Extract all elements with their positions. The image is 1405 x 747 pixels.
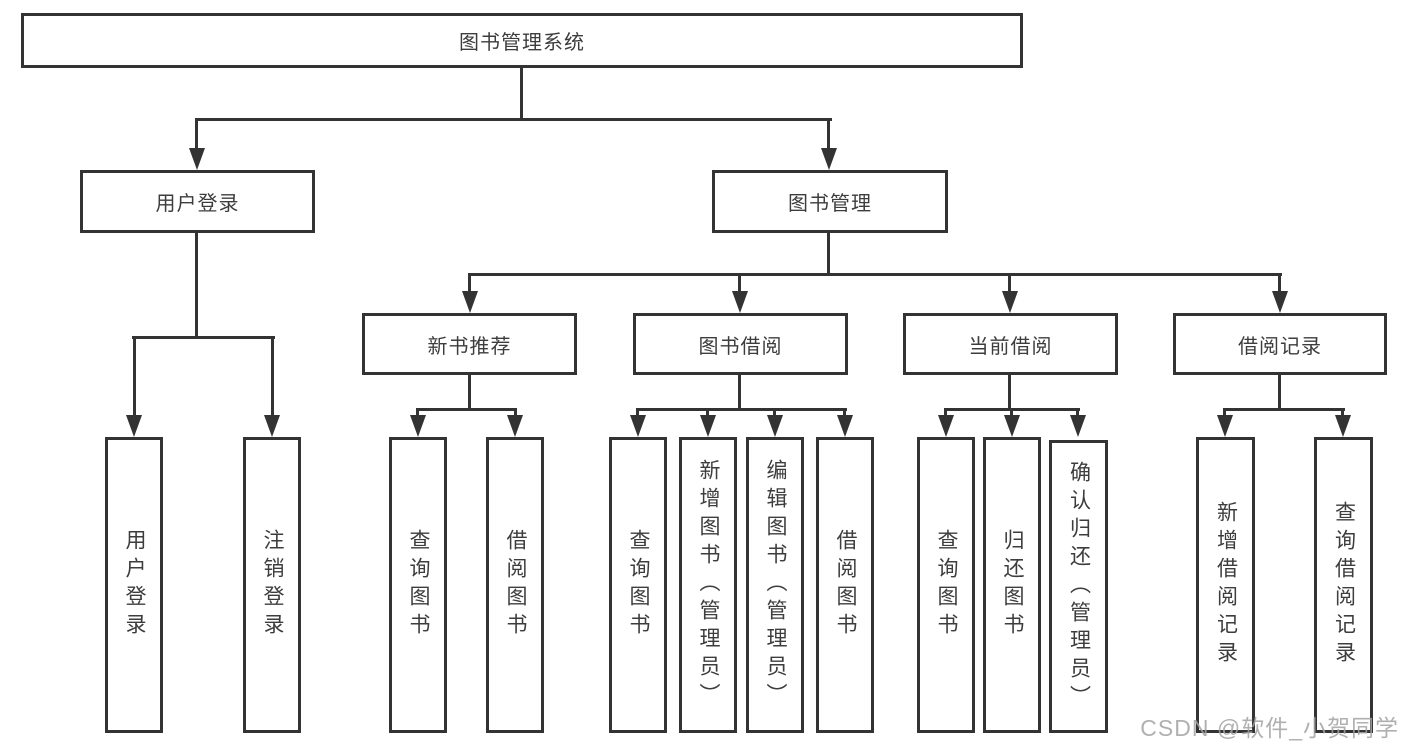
connector-line (1223, 408, 1226, 418)
node-label: 查询图书 (935, 529, 958, 641)
leaf-add-borrow-record: 新增借阅记录 (1196, 437, 1255, 733)
node-book-borrowing: 图书借阅 (633, 313, 848, 375)
leaf-edit-books-admin: 编辑图书（管理员） (746, 437, 804, 733)
leaf-query-books-current: 查询图书 (917, 437, 975, 733)
arrow-down-icon (126, 415, 142, 437)
arrow-down-icon (1004, 415, 1020, 437)
connector-line (1341, 408, 1344, 418)
arrow-down-icon (189, 148, 205, 170)
node-label: 新增借阅记录 (1214, 501, 1238, 669)
arrow-down-icon (700, 415, 716, 437)
connector-line (827, 233, 830, 276)
leaf-logout: 注销登录 (243, 437, 301, 733)
connector-line (944, 408, 947, 418)
connector-line (416, 408, 419, 418)
node-label: 查询图书 (627, 529, 650, 641)
node-label: 注销登录 (261, 529, 284, 641)
connector-line (468, 273, 1282, 276)
node-label: 归还图书 (1001, 529, 1024, 641)
arrow-down-icon (938, 415, 954, 437)
connector-line (843, 408, 846, 418)
connector-line (195, 118, 198, 151)
leaf-query-books-recommend: 查询图书 (389, 437, 447, 733)
node-label: 图书管理 (788, 193, 872, 215)
leaf-add-books-admin: 新增图书（管理员） (679, 437, 737, 733)
node-label: 用户登录 (155, 193, 240, 215)
connector-line (773, 408, 776, 418)
node-label: 借阅记录 (1238, 335, 1322, 358)
connector-line (827, 118, 830, 151)
connector-line (195, 118, 832, 121)
arrow-down-icon (410, 415, 426, 437)
node-label: 查询图书 (407, 529, 430, 641)
leaf-confirm-return-admin: 确认归还（管理员） (1049, 440, 1108, 733)
leaf-user-login: 用户登录 (105, 437, 163, 733)
leaf-query-borrow-record: 查询借阅记录 (1314, 437, 1373, 733)
arrow-down-icon (767, 415, 783, 437)
node-user-login: 用户登录 (80, 170, 315, 233)
connector-line (1008, 273, 1011, 293)
connector-line (1278, 273, 1281, 293)
connector-line (416, 408, 517, 411)
node-book-management: 图书管理 (712, 170, 948, 233)
connector-line (514, 408, 517, 418)
node-root-library-system: 图书管理系统 (21, 13, 1023, 68)
connector-line (520, 68, 523, 121)
node-label: 查询借阅记录 (1332, 501, 1356, 669)
arrow-down-icon (1272, 291, 1288, 313)
arrow-down-icon (264, 415, 280, 437)
leaf-return-books: 归还图书 (983, 437, 1041, 733)
connector-line (468, 375, 471, 410)
arrow-down-icon (1335, 415, 1351, 437)
connector-line (1076, 408, 1079, 418)
connector-line (706, 408, 709, 418)
node-label: 借阅图书 (504, 529, 527, 641)
connector-line (636, 408, 639, 418)
leaf-query-books-borrow: 查询图书 (609, 437, 667, 733)
csdn-watermark: CSDN @软件_小贺同学 (1140, 715, 1399, 741)
connector-line (738, 375, 741, 410)
connector-line (271, 336, 274, 416)
node-label: 编辑图书（管理员） (764, 459, 787, 711)
connector-line (1010, 408, 1013, 418)
node-borrowing-records: 借阅记录 (1173, 313, 1387, 375)
connector-line (132, 336, 275, 339)
node-new-book-recommendation: 新书推荐 (362, 313, 577, 375)
arrow-down-icon (1002, 291, 1018, 313)
arrow-down-icon (1217, 415, 1233, 437)
node-label: 确认归还（管理员） (1067, 460, 1091, 713)
arrow-down-icon (732, 291, 748, 313)
arrow-down-icon (821, 148, 837, 170)
arrow-down-icon (462, 291, 478, 313)
connector-line (1008, 375, 1011, 410)
arrow-down-icon (507, 415, 523, 437)
leaf-borrow-books-recommend: 借阅图书 (486, 437, 544, 733)
connector-line (1223, 408, 1345, 411)
node-label: 借阅图书 (834, 529, 857, 641)
arrow-down-icon (630, 415, 646, 437)
node-label: 图书管理系统 (459, 32, 585, 54)
node-current-borrowing: 当前借阅 (903, 313, 1118, 375)
node-label: 新增图书（管理员） (697, 459, 720, 711)
connector-line (636, 408, 847, 411)
connector-line (1278, 375, 1281, 410)
leaf-borrow-books: 借阅图书 (816, 437, 874, 733)
connector-line (738, 273, 741, 293)
connector-line (195, 233, 198, 339)
connector-line (468, 273, 471, 293)
node-label: 当前借阅 (968, 335, 1053, 358)
arrow-down-icon (1070, 415, 1086, 437)
connector-line (133, 336, 136, 416)
node-label: 图书借阅 (698, 335, 783, 358)
node-label: 新书推荐 (427, 335, 512, 358)
node-label: 用户登录 (123, 529, 146, 641)
arrow-down-icon (837, 415, 853, 437)
